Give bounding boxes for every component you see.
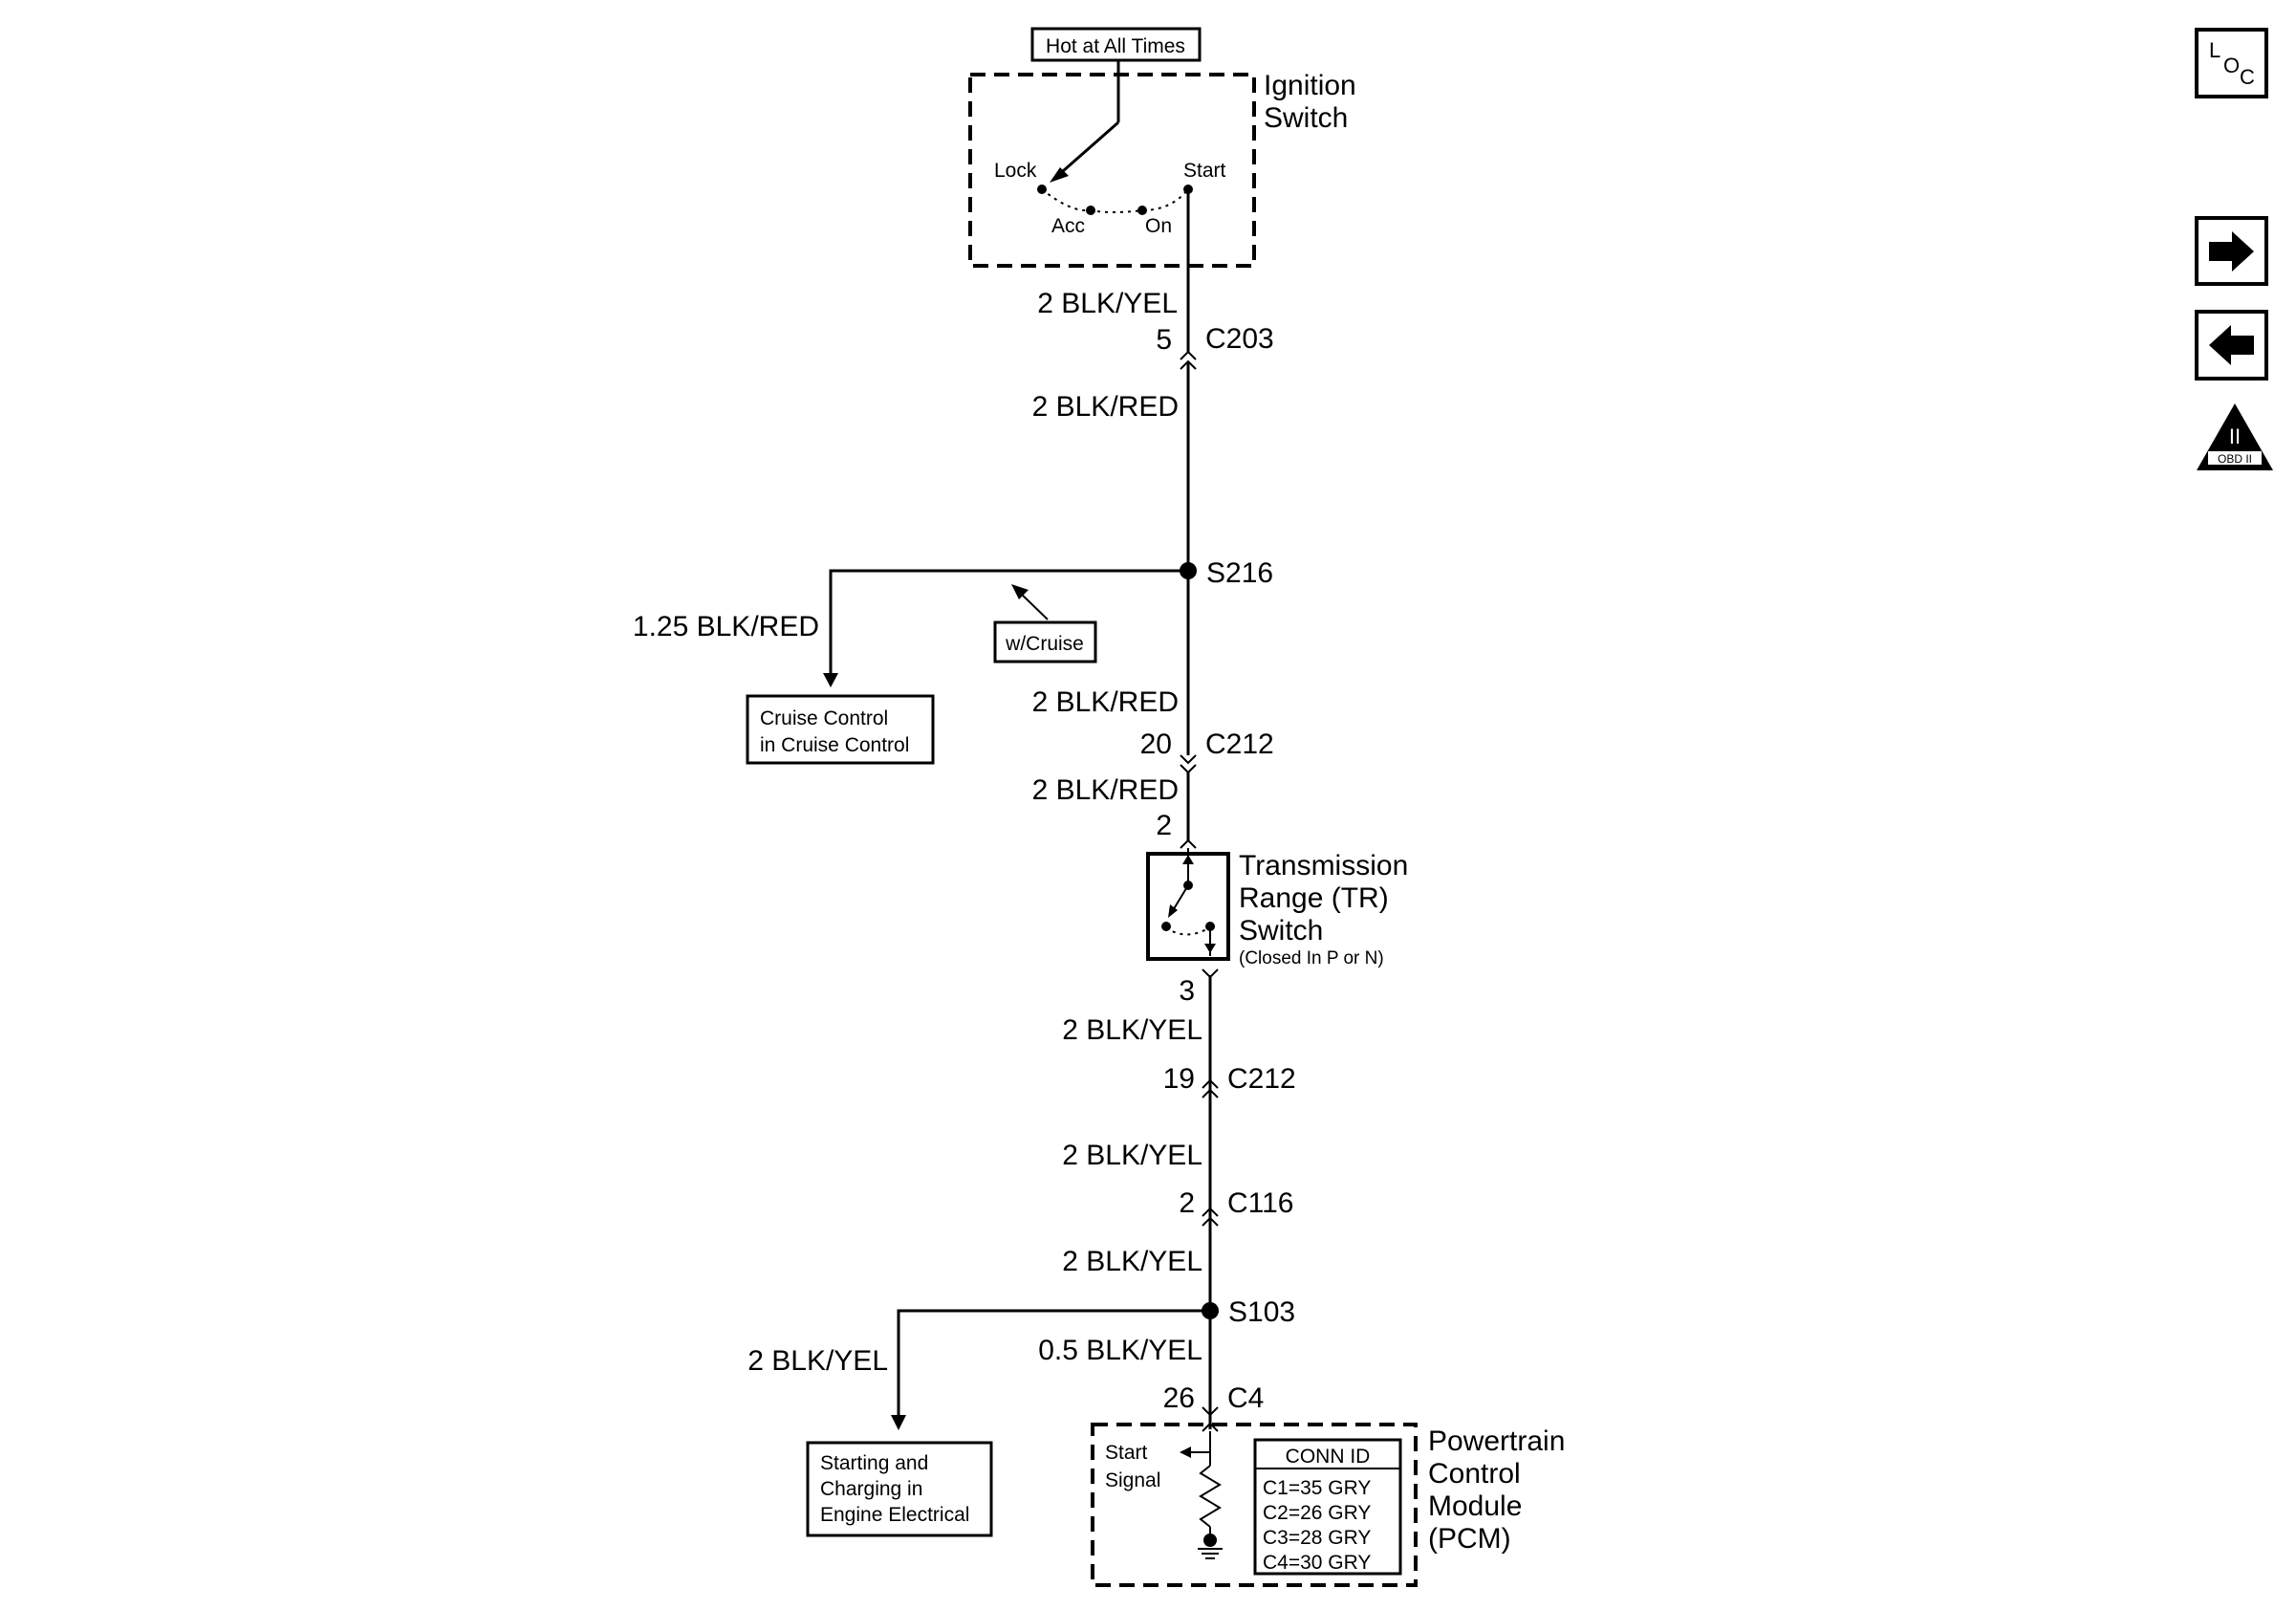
starting-branch-wire	[897, 1309, 1210, 1418]
pcm-title-2: Control	[1428, 1458, 1521, 1490]
tr-switch-title-1: Transmission	[1239, 850, 1408, 881]
pcm-title-4: (PCM)	[1428, 1523, 1511, 1555]
hot-at-all-times-text: Hot at All Times	[1046, 35, 1185, 57]
tr-switch-note: (Closed In P or N)	[1239, 948, 1384, 968]
tr-switch-title-2: Range (TR)	[1239, 882, 1389, 914]
s216-label: S216	[1206, 557, 1273, 589]
conn-id-row-4: C4=30 GRY	[1263, 1552, 1371, 1574]
c203-pin: 5	[1156, 324, 1172, 356]
w-cruise-text: w/Cruise	[1005, 633, 1084, 655]
wire-label-2: 2 BLK/RED	[1032, 391, 1179, 423]
splice-s216: S216	[1180, 557, 1273, 589]
w-cruise-option-label: w/Cruise	[993, 584, 1097, 664]
pcm-module: Start Signal CONN ID C1=35 GRY C2=26 GRY…	[1091, 1422, 1565, 1587]
c212-top-name: C212	[1205, 729, 1274, 760]
tr-input-pin: 2	[1156, 810, 1172, 841]
c212-top-pin: 20	[1140, 729, 1172, 760]
splice-s103: S103	[1202, 1296, 1295, 1328]
starting-charging-ref-box[interactable]: Starting and Charging in Engine Electric…	[806, 1441, 993, 1537]
connector-c4: 26 C4	[1163, 1382, 1264, 1417]
conn-id-table: CONN ID C1=35 GRY C2=26 GRY C3=28 GRY C4…	[1253, 1438, 1402, 1576]
c212-bottom-pin: 19	[1163, 1063, 1195, 1095]
wire-label-1: 2 BLK/YEL	[1037, 288, 1178, 319]
conn-id-title: CONN ID	[1286, 1446, 1371, 1468]
location-button[interactable]: L O C	[2195, 28, 2268, 98]
tr-output-pin: 3	[1179, 975, 1195, 1007]
tr-switch-title-3: Switch	[1239, 915, 1323, 946]
conn-id-row-1: C1=35 GRY	[1263, 1477, 1371, 1499]
connector-c203: 5 C203	[1156, 323, 1274, 370]
previous-page-button[interactable]	[2195, 310, 2268, 381]
pcm-title-3: Module	[1428, 1490, 1522, 1522]
wire-label-6: 2 BLK/YEL	[1062, 1140, 1202, 1171]
ignition-switch-title-2: Switch	[1264, 102, 1348, 134]
arrow-right-icon	[2209, 231, 2254, 272]
cruise-ref-line-2: in Cruise Control	[760, 734, 909, 756]
wire-label-7: 2 BLK/YEL	[1062, 1246, 1202, 1277]
ignition-switch-title-1: Ignition	[1264, 70, 1356, 101]
conn-id-row-2: C2=26 GRY	[1263, 1502, 1371, 1524]
start-signal-line-1: Start	[1105, 1442, 1148, 1464]
starting-ref-line-2: Charging in	[820, 1478, 922, 1500]
loc-c: C	[2240, 65, 2255, 89]
conn-id-row-3: C3=28 GRY	[1263, 1527, 1371, 1549]
start-position-label: Start	[1183, 160, 1226, 182]
starting-ref-line-3: Engine Electrical	[820, 1504, 969, 1526]
cruise-ref-line-1: Cruise Control	[760, 707, 888, 729]
loc-o: O	[2223, 54, 2240, 77]
acc-position-label: Acc	[1051, 215, 1085, 237]
c4-name: C4	[1227, 1382, 1264, 1414]
starting-branch-wire-label: 2 BLK/YEL	[747, 1345, 888, 1377]
wire-label-4: 2 BLK/RED	[1032, 774, 1179, 806]
wire-label-5: 2 BLK/YEL	[1062, 1014, 1202, 1046]
cruise-control-ref-box[interactable]: Cruise Control in Cruise Control	[746, 694, 935, 765]
wire-label-3: 2 BLK/RED	[1032, 686, 1179, 718]
cruise-branch-wire	[829, 569, 1188, 675]
c212-bottom-name: C212	[1227, 1063, 1296, 1095]
starting-ref-line-1: Starting and	[820, 1452, 928, 1474]
on-position-label: On	[1145, 215, 1172, 237]
wire-label-8: 0.5 BLK/YEL	[1038, 1335, 1202, 1366]
loc-l: L	[2209, 38, 2220, 62]
start-signal-line-2: Signal	[1105, 1469, 1160, 1491]
c203-name: C203	[1205, 323, 1274, 355]
hot-at-all-times-label: Hot at All Times	[1030, 27, 1202, 62]
transmission-range-switch: Transmission Range (TR) Switch (Closed I…	[1146, 838, 1408, 968]
cruise-branch-wire-label: 1.25 BLK/RED	[633, 611, 819, 642]
obd-label: OBD II	[2218, 452, 2252, 466]
next-page-button[interactable]	[2195, 216, 2268, 286]
c4-pin: 26	[1163, 1382, 1195, 1414]
obd-ii-button[interactable]: II OBD II	[2197, 403, 2273, 470]
connector-c116: 2 C116	[1179, 1187, 1294, 1227]
obd-numeral: II	[2229, 424, 2241, 448]
connector-c212-bottom: 19 C212	[1163, 1063, 1296, 1099]
pcm-title-1: Powertrain	[1428, 1425, 1565, 1457]
arrow-left-icon	[2209, 325, 2254, 365]
connector-c212-top: 20 C212	[1140, 729, 1274, 774]
c116-pin: 2	[1179, 1187, 1195, 1219]
c116-name: C116	[1227, 1187, 1294, 1219]
s103-label: S103	[1228, 1296, 1295, 1328]
lock-position-label: Lock	[994, 160, 1037, 182]
ignition-switch: Lock Acc On Start Ignition Switch	[968, 60, 1356, 268]
